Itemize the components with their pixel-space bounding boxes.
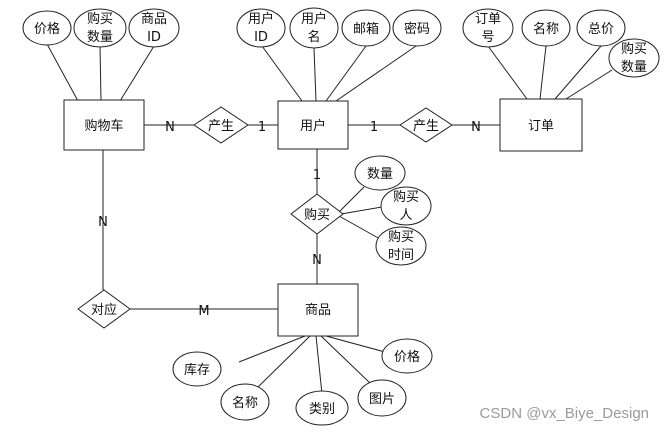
attr-order-number-line1: 订单	[475, 12, 501, 27]
attr-buy-quantity: 数量	[354, 155, 406, 191]
attr-order-total: 总价	[576, 9, 626, 47]
relation-cart-user-label: 产生	[208, 119, 234, 134]
card-buy-product: N	[312, 253, 322, 268]
cardinality-labels: N 1 1 N 1 N N M	[98, 120, 481, 319]
attr-user-id-line1: 用户	[248, 11, 274, 27]
attr-buy-time: 购买 时间	[375, 226, 427, 266]
attr-product-image-label: 图片	[369, 392, 395, 407]
entity-product: 商品	[277, 283, 359, 337]
entity-order: 订单	[499, 98, 583, 152]
attr-order-name-label: 名称	[533, 21, 559, 37]
attr-cart-quantity-line2: 数量	[87, 30, 113, 45]
card-cart-relation: N	[165, 120, 175, 135]
attr-buy-buyer-line1: 购买	[393, 189, 419, 205]
attr-user-name: 用户 名	[289, 7, 339, 49]
attr-order-name: 名称	[521, 9, 571, 47]
card-user-order-relation: 1	[370, 120, 378, 135]
attr-buy-time-line1: 购买	[388, 229, 414, 245]
relation-user-order: 产生	[399, 107, 453, 143]
attr-product-name-label: 名称	[232, 395, 258, 411]
attr-user-id: 用户 ID	[236, 8, 286, 48]
attr-user-password-label: 密码	[404, 21, 430, 37]
attr-user-password: 密码	[392, 9, 442, 47]
attr-order-quantity-line1: 购买	[621, 41, 647, 57]
relation-cart-user: 产生	[193, 106, 249, 144]
entity-cart-label: 购物车	[84, 118, 123, 134]
attr-buy-time-line2: 时间	[388, 248, 414, 263]
attr-product-category-label: 类别	[309, 402, 335, 417]
attr-user-id-line2: ID	[254, 30, 268, 45]
watermark-text: CSDN @vx_Biye_Design	[480, 405, 649, 422]
attr-buy-buyer: 购买 人	[380, 186, 432, 226]
attr-cart-product-id-line2: ID	[147, 30, 161, 45]
card-user-buy: 1	[313, 168, 321, 183]
attr-product-stock: 库存	[172, 351, 222, 387]
attr-product-image: 图片	[357, 379, 407, 417]
card-cart-correspond: N	[98, 215, 108, 230]
attr-cart-product-id-line1: 商品	[141, 12, 167, 27]
attr-user-email-label: 邮箱	[353, 21, 379, 37]
attr-product-stock-label: 库存	[184, 362, 210, 378]
entity-cart: 购物车	[63, 99, 145, 151]
attr-product-price-label: 价格	[394, 349, 420, 365]
attr-order-quantity: 购买 数量	[608, 38, 660, 78]
relation-correspond-label: 对应	[91, 302, 117, 318]
attr-user-name-line2: 名	[307, 29, 320, 45]
attr-cart-price: 价格	[22, 10, 72, 46]
attr-user-email: 邮箱	[341, 9, 391, 47]
card-correspond-product: M	[198, 304, 209, 319]
attr-order-number: 订单 号	[462, 8, 514, 48]
attr-cart-quantity-line1: 购买	[87, 11, 113, 27]
card-user-cart-relation: 1	[258, 120, 266, 135]
relation-buy-label: 购买	[304, 207, 330, 223]
entity-product-label: 商品	[305, 303, 331, 318]
attr-buy-quantity-label: 数量	[367, 167, 393, 182]
relation-correspond: 对应	[77, 289, 131, 329]
attr-product-price: 价格	[381, 338, 433, 374]
attr-order-total-label: 总价	[588, 22, 614, 37]
attr-order-quantity-line2: 数量	[621, 60, 647, 75]
attr-product-category: 类别	[295, 390, 349, 426]
entity-order-label: 订单	[528, 119, 554, 134]
attr-buy-buyer-line2: 人	[399, 208, 412, 223]
relation-user-order-label: 产生	[413, 119, 439, 134]
card-order-relation: N	[471, 120, 481, 135]
attr-product-name: 名称	[220, 383, 270, 421]
entity-user: 用户	[277, 100, 349, 150]
attr-cart-quantity: 购买 数量	[73, 8, 127, 48]
connector-lines	[46, 43, 613, 395]
attr-cart-product-id: 商品 ID	[128, 8, 180, 48]
relation-buy: 购买	[290, 193, 344, 235]
attr-order-number-line2: 号	[481, 30, 494, 45]
attr-cart-price-label: 价格	[34, 21, 60, 37]
attr-user-name-line1: 用户	[301, 11, 327, 27]
entity-user-label: 用户	[300, 118, 326, 134]
